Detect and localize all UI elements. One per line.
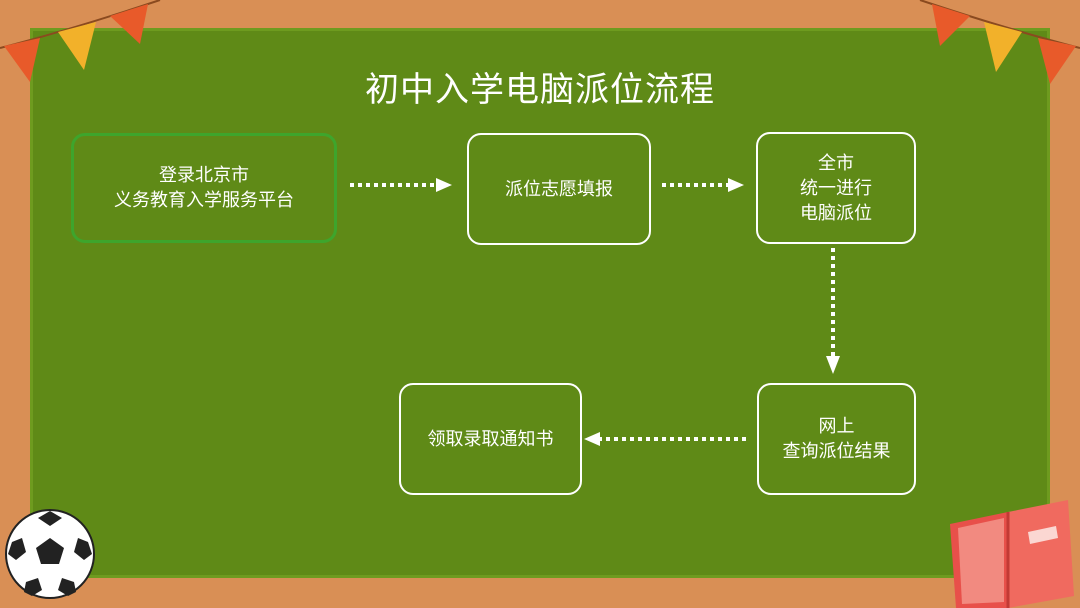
page-title: 初中入学电脑派位流程	[365, 70, 715, 110]
chalkboard	[30, 28, 1050, 578]
arrow-assign-to-query	[826, 248, 840, 374]
step-label: 登录北京市 义务教育入学服务平台	[114, 165, 294, 211]
step-login: 登录北京市 义务教育入学服务平台	[71, 133, 337, 243]
arrow-login-to-fill	[350, 178, 452, 192]
step-fill: 派位志愿填报	[467, 133, 651, 245]
open-book-icon	[950, 500, 1074, 608]
arrow-fill-to-assign	[662, 178, 744, 192]
step-label: 领取录取通知书	[427, 428, 554, 450]
step-query: 网上 查询派位结果	[757, 383, 916, 495]
bunting-flags-icon	[919, 0, 1080, 84]
step-label: 全市 统一进行 电脑派位	[800, 152, 872, 224]
step-assign: 全市 统一进行 电脑派位	[756, 132, 916, 244]
soccer-ball-icon	[5, 509, 95, 599]
bunting-flags-icon	[0, 0, 161, 82]
arrow-query-to-notice	[584, 432, 748, 446]
step-label: 派位志愿填报	[505, 178, 613, 200]
step-notice: 领取录取通知书	[399, 383, 582, 495]
step-label: 网上 查询派位结果	[782, 416, 891, 462]
